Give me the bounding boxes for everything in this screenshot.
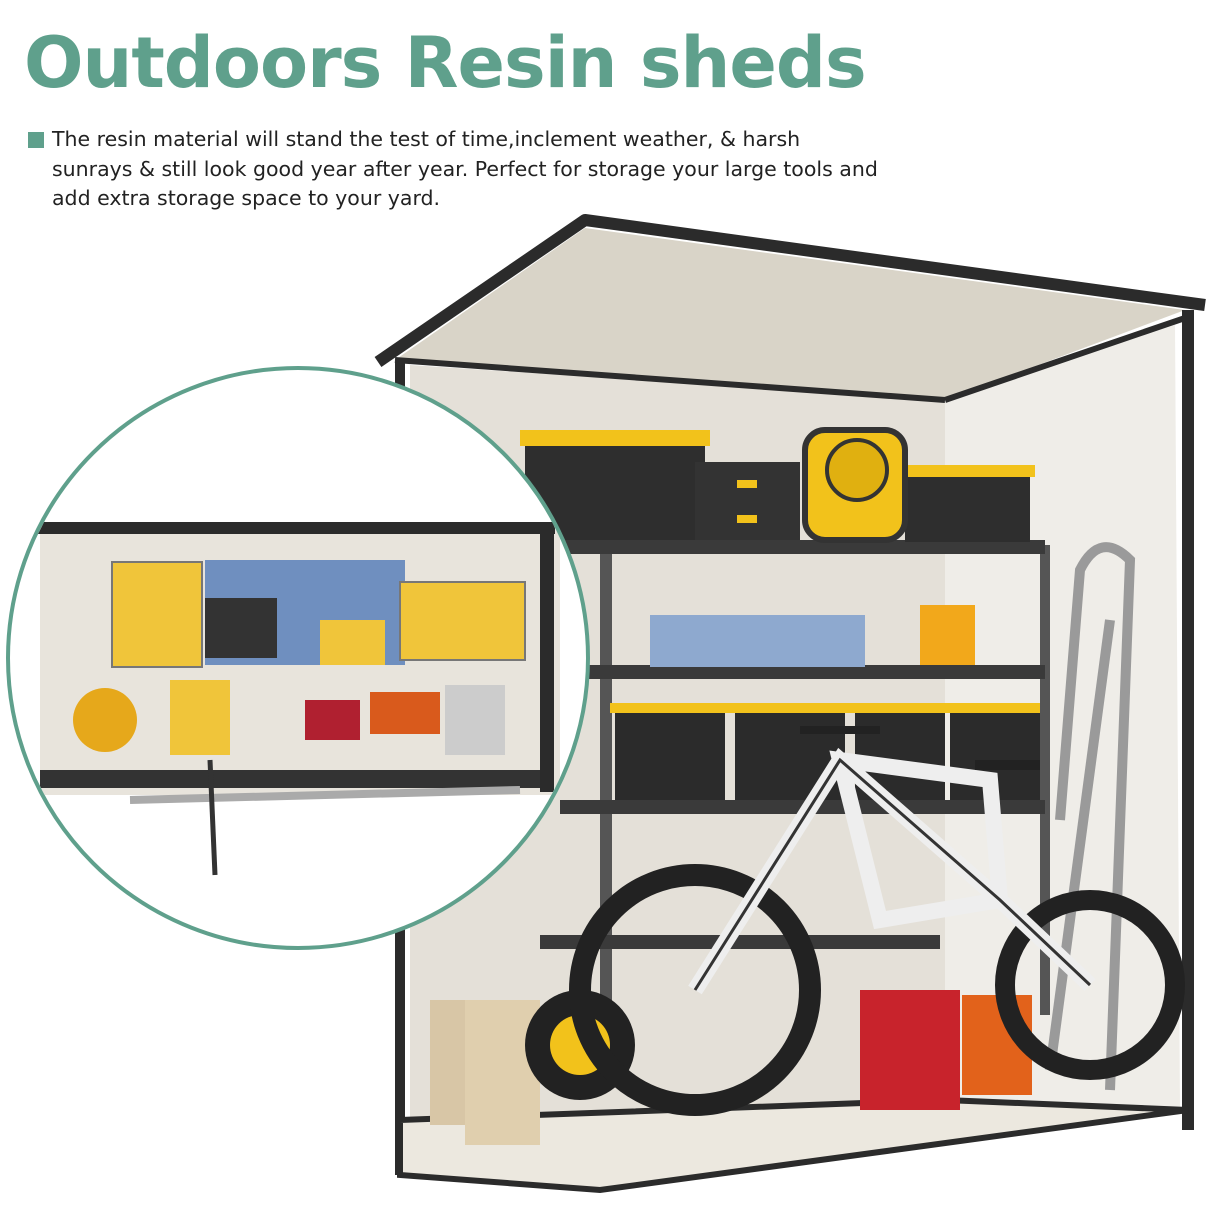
bullet-square-icon <box>28 132 44 148</box>
shed-roof-edge <box>374 214 1206 367</box>
storage-bins <box>430 427 1040 1145</box>
shed-floor <box>397 1096 1189 1194</box>
inset-top-view <box>6 366 590 950</box>
product-description: The resin material will stand the test o… <box>52 127 878 210</box>
shelving-unit <box>540 520 1050 1040</box>
mountain-bike <box>569 726 1185 1116</box>
shed-ceiling <box>395 228 1185 400</box>
page-title: Outdoors Resin sheds <box>24 22 867 104</box>
step-ladder <box>1045 542 1136 1091</box>
